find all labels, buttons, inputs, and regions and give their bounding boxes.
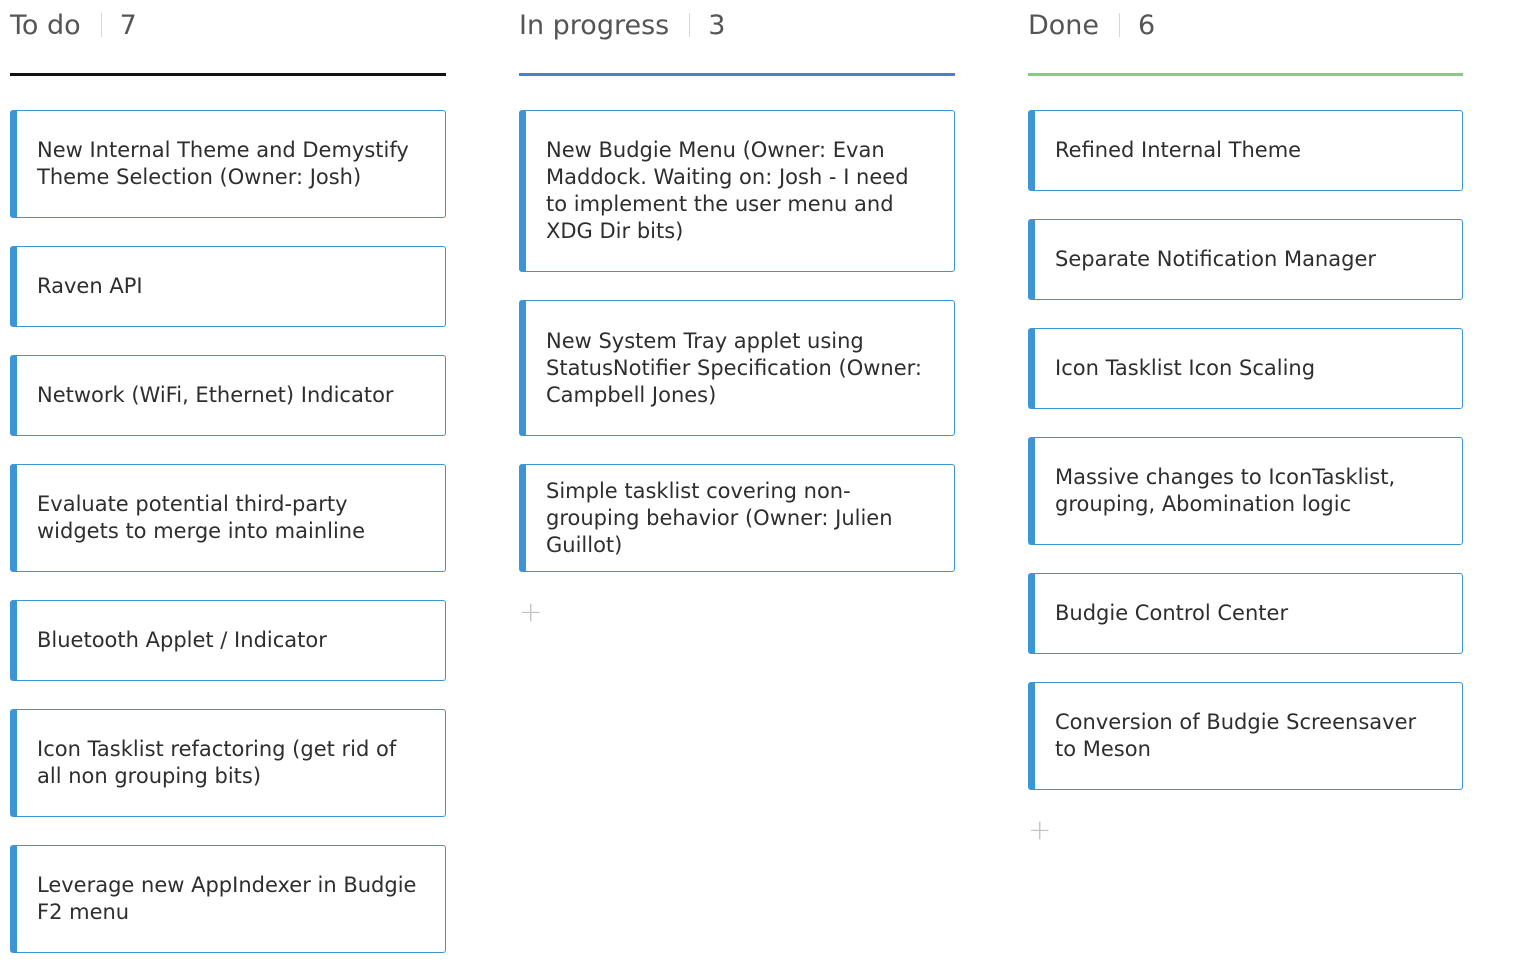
plus-icon: + (519, 595, 543, 628)
card-title: Massive changes to IconTasklist, groupin… (1055, 465, 1396, 516)
column-in-progress: In progress 3 New Budgie Menu (Owner: Ev… (519, 0, 955, 626)
card[interactable]: New System Tray applet using StatusNotif… (519, 300, 955, 436)
card[interactable]: Bluetooth Applet / Indicator (10, 600, 446, 681)
card-title: Refined Internal Theme (1055, 138, 1302, 162)
card-title: Raven API (37, 274, 143, 298)
card-title: Leverage new AppIndexer in Budgie F2 men… (37, 873, 417, 924)
card[interactable]: Simple tasklist covering non-grouping be… (519, 464, 955, 572)
card[interactable]: New Budgie Menu (Owner: Evan Maddock. Wa… (519, 110, 955, 272)
column-rule-done (1028, 73, 1463, 76)
column-count: 3 (708, 9, 726, 41)
column-count: 7 (119, 9, 137, 41)
card-title: Network (WiFi, Ethernet) Indicator (37, 383, 394, 407)
card[interactable]: Separate Notification Manager (1028, 219, 1463, 300)
column-header-todo: To do 7 (10, 0, 446, 50)
column-count: 6 (1138, 9, 1156, 41)
card[interactable]: New Internal Theme and Demystify Theme S… (10, 110, 446, 218)
header-divider (689, 13, 691, 37)
card[interactable]: Massive changes to IconTasklist, groupin… (1028, 437, 1463, 545)
card-title: New Internal Theme and Demystify Theme S… (37, 138, 409, 189)
add-card-button[interactable]: + (519, 598, 542, 626)
card-title: New System Tray applet using StatusNotif… (546, 328, 922, 407)
column-title: To do (10, 9, 81, 41)
card[interactable]: Budgie Control Center (1028, 573, 1463, 654)
header-divider (100, 13, 102, 37)
card[interactable]: Icon Tasklist refactoring (get rid of al… (10, 709, 446, 817)
card-title: Bluetooth Applet / Indicator (37, 628, 327, 652)
column-title: In progress (519, 9, 670, 41)
card-title: Icon Tasklist Icon Scaling (1055, 356, 1316, 380)
card[interactable]: Conversion of Budgie Screensaver to Meso… (1028, 682, 1463, 790)
column-header-done: Done 6 (1028, 0, 1463, 50)
card[interactable]: Icon Tasklist Icon Scaling (1028, 328, 1463, 409)
card-title: Separate Notification Manager (1055, 247, 1376, 271)
column-rule-in-progress (519, 73, 955, 76)
card[interactable]: Raven API (10, 246, 446, 327)
card-title: Conversion of Budgie Screensaver to Meso… (1055, 710, 1417, 761)
plus-icon: + (1028, 813, 1052, 846)
card[interactable]: Leverage new AppIndexer in Budgie F2 men… (10, 845, 446, 953)
column-todo: To do 7 New Internal Theme and Demystify… (10, 0, 446, 953)
add-card-button[interactable]: + (1028, 816, 1051, 844)
card-title: Simple tasklist covering non-grouping be… (546, 478, 893, 557)
card[interactable]: Network (WiFi, Ethernet) Indicator (10, 355, 446, 436)
card-title: Evaluate potential third-party widgets t… (37, 492, 366, 543)
card-title: Icon Tasklist refactoring (get rid of al… (37, 737, 397, 788)
card[interactable]: Evaluate potential third-party widgets t… (10, 464, 446, 572)
card[interactable]: Refined Internal Theme (1028, 110, 1463, 191)
column-header-in-progress: In progress 3 (519, 0, 955, 50)
header-divider (1119, 13, 1121, 37)
card-title: New Budgie Menu (Owner: Evan Maddock. Wa… (546, 138, 909, 243)
card-title: Budgie Control Center (1055, 601, 1289, 625)
column-done: Done 6 Refined Internal Theme Separate N… (1028, 0, 1463, 844)
column-rule-todo (10, 73, 446, 76)
column-title: Done (1028, 9, 1100, 41)
